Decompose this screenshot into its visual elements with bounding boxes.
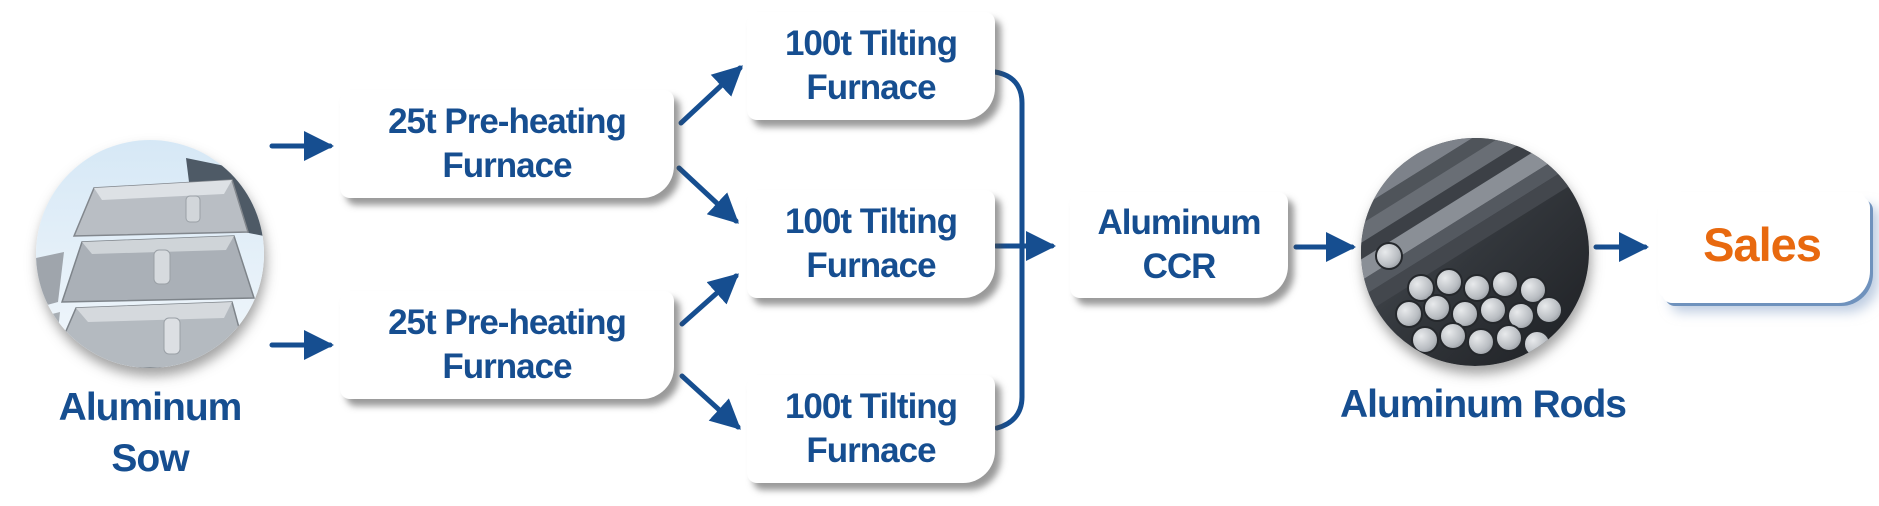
aluminum-sow-caption: Aluminum Sow: [20, 383, 280, 484]
process-box-label-line2: Furnace: [806, 246, 936, 285]
process-box-aluminum-ccr: Aluminum CCR: [1070, 192, 1288, 298]
aluminum-rods-photo: [1361, 138, 1589, 366]
aluminum-rods-caption: Aluminum Rods: [1318, 380, 1648, 431]
process-box-preheat-furnace-top: 25t Pre-heating Furnace: [340, 90, 674, 198]
process-box-label-line1: 25t Pre-heating: [388, 101, 627, 141]
process-box-label-line2: Furnace: [806, 431, 936, 470]
arrow-preheat-top-to-tilting-middle: [676, 165, 739, 224]
process-box-label-line1: 100t Tilting: [784, 201, 958, 241]
process-box-label-line1: 25t Pre-heating: [388, 302, 627, 342]
process-box-label-line2: Furnace: [442, 347, 572, 386]
arrow-preheat-bottom-to-tilting-bottom: [679, 373, 741, 430]
process-box-label-line2: Furnace: [806, 68, 936, 107]
process-box-label-line1: Aluminum: [1097, 202, 1261, 242]
process-box-tilting-furnace-middle: 100t Tilting Furnace: [747, 190, 995, 298]
caption-line1: Aluminum: [58, 386, 243, 429]
caption-line2: Sow: [111, 436, 189, 480]
aluminum-sow-photo: [36, 140, 264, 368]
aluminum-rods-illustration: [1361, 138, 1589, 366]
merge-bracket-tilting-furnaces: [992, 69, 1025, 431]
process-box-label-line1: 100t Tilting: [784, 386, 958, 426]
aluminum-sow-ingots-illustration: [36, 140, 264, 368]
process-box-tilting-furnace-bottom: 100t Tilting Furnace: [747, 375, 995, 483]
process-box-tilting-furnace-top: 100t Tilting Furnace: [747, 12, 995, 120]
caption-line1: Aluminum Rods: [1340, 383, 1627, 426]
arrow-preheat-bottom-to-tilting-middle: [679, 273, 739, 327]
process-box-label-line1: 100t Tilting: [784, 23, 958, 63]
process-box-sales: Sales: [1658, 192, 1866, 298]
sales-label: Sales: [1703, 218, 1822, 272]
arrow-preheat-top-to-tilting-top: [678, 65, 743, 126]
process-box-label-line2: CCR: [1142, 247, 1217, 286]
process-box-label-line2: Furnace: [442, 146, 572, 185]
process-box-preheat-furnace-bottom: 25t Pre-heating Furnace: [340, 291, 674, 399]
